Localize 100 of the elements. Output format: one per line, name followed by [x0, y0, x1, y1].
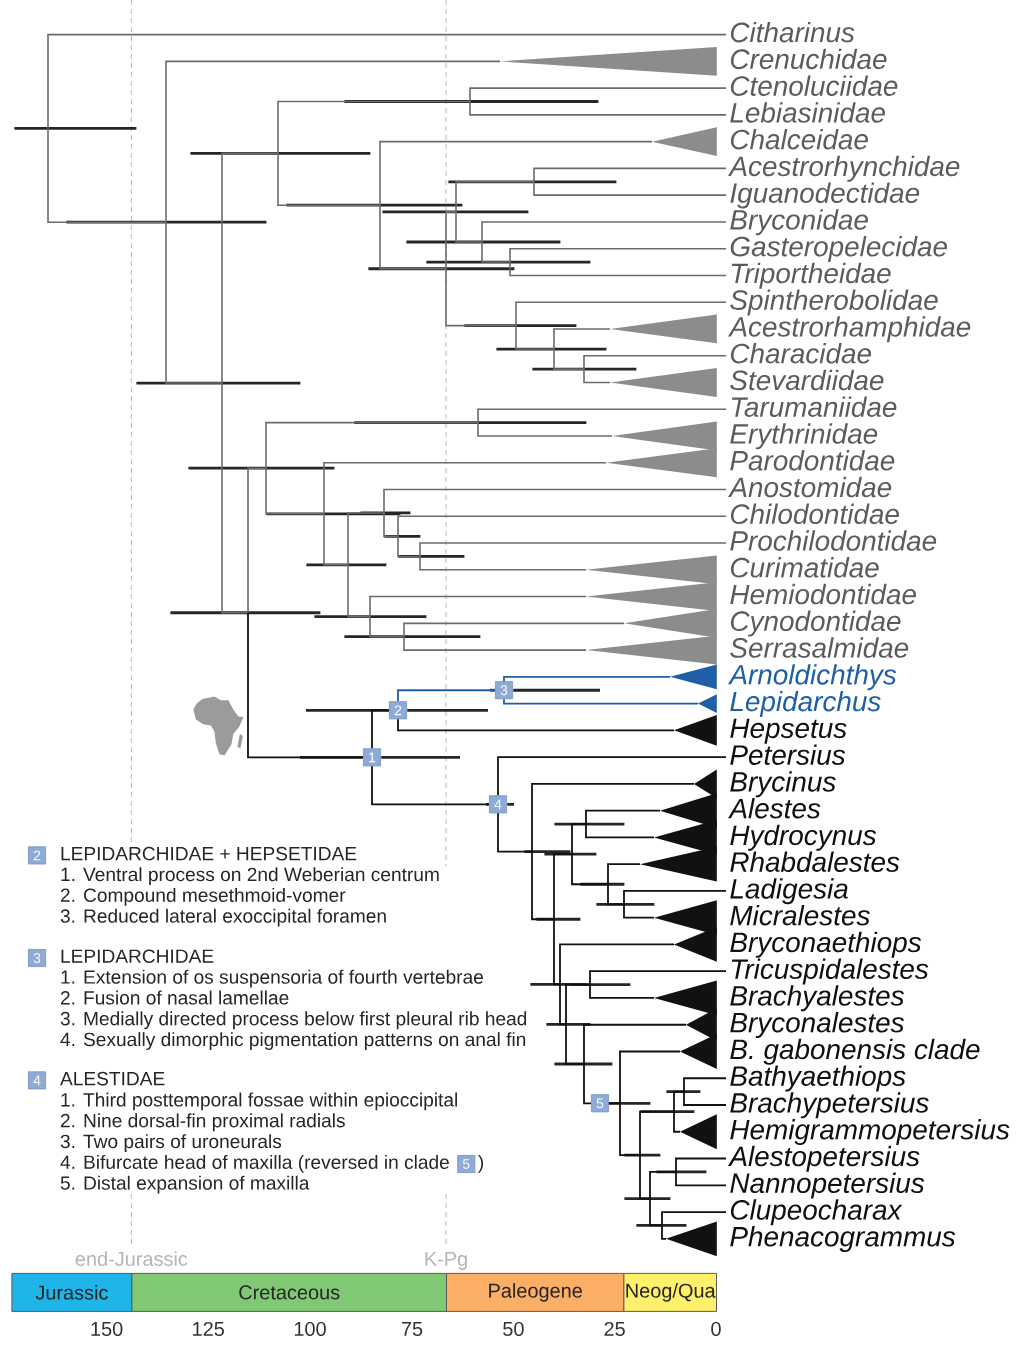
- tree-branch: [455, 211, 483, 243]
- tree-branch: [347, 564, 371, 618]
- period-band: Neog/Qua: [623, 1272, 717, 1312]
- taxon-name: Citharinus: [730, 21, 855, 43]
- tree-branch: [165, 60, 501, 223]
- collapsed-clade-triangle: [652, 127, 717, 157]
- tree-branch: [247, 467, 267, 614]
- taxon-name: Curimatidae: [730, 557, 879, 578]
- collapsed-clade-triangle: [586, 555, 717, 585]
- key-item: 2. Compound mesethmoid-vomer: [60, 887, 346, 906]
- taxon-name: Brycinus: [730, 771, 836, 798]
- period-band: Paleogene: [446, 1272, 625, 1312]
- tree-branch: [683, 1077, 727, 1093]
- tree-branch: [585, 809, 661, 825]
- taxon-name: Brachypetersius: [730, 1092, 929, 1119]
- collapsed-clade-triangle: [586, 582, 717, 611]
- key-item: 1. Third posttemporal fossae within epioccipital: [61, 1092, 457, 1111]
- tree-branch: [559, 983, 567, 1026]
- tree-branch: [47, 127, 167, 223]
- tree-branch: [277, 152, 381, 206]
- collapsed-clade-triangle: [694, 769, 717, 799]
- tree-branch: [347, 512, 385, 566]
- tree-branch: [571, 853, 609, 886]
- tree-branch: [445, 267, 517, 327]
- tree-branch: [619, 1050, 681, 1105]
- tree-branch: [607, 883, 625, 906]
- boundary-label: end-Jurassic: [75, 1251, 188, 1266]
- tree-branch: [583, 354, 727, 370]
- collapsed-clade-triangle: [670, 664, 717, 690]
- tree-branch: [481, 221, 727, 243]
- taxon-name: Petersius: [730, 744, 846, 765]
- tree-branch: [509, 261, 727, 277]
- tree-branch: [383, 512, 399, 538]
- taxon-name: Bryconalestes: [730, 1012, 904, 1038]
- tree-branch: [371, 765, 490, 806]
- tree-branch: [221, 382, 249, 614]
- tree-branch: [323, 513, 349, 566]
- tree-branch: [397, 718, 675, 732]
- taxon-name: Nannopetersius: [730, 1172, 925, 1199]
- tree-branch: [469, 87, 727, 103]
- collapsed-clade-triangle: [674, 714, 717, 746]
- tree-branch: [403, 622, 625, 638]
- tree-branch: [397, 535, 421, 558]
- tree-branch: [565, 983, 591, 1026]
- tree-branch: [503, 698, 699, 705]
- taxon-name: Chalceidae: [730, 128, 868, 150]
- key-heading: LEPIDARCHIDAE: [61, 949, 214, 963]
- tree-branch: [369, 615, 405, 638]
- tree-branch: [589, 970, 727, 986]
- tree-branch: [585, 823, 655, 839]
- tree-branch: [675, 1171, 727, 1187]
- key-item: 2. Fusion of nasal lamellae: [60, 990, 289, 1005]
- collapsed-clade-triangle: [674, 927, 717, 962]
- period-band: Jurassic: [11, 1272, 133, 1312]
- key-item: 3. Reduced lateral exoccipital foramen: [60, 908, 386, 927]
- key-item: 4. Bifurcate head of maxilla (reversed in clade: [60, 1154, 449, 1173]
- tree-branch: [639, 1110, 675, 1157]
- tree-branch: [673, 1090, 685, 1113]
- taxon-name: Parodontidae: [730, 450, 895, 471]
- tree-branch: [265, 467, 325, 515]
- key-item: 1. Ventral process on 2nd Weberian centrum: [61, 867, 439, 885]
- tree-branch: [553, 918, 561, 986]
- tree-branch: [445, 211, 457, 270]
- taxon-name: Serrasalmidae: [730, 637, 909, 658]
- taxon-name: Micralestes: [730, 904, 870, 926]
- taxon-name: Bathyaethiops: [730, 1065, 906, 1092]
- collapsed-clade-triangle: [610, 368, 717, 397]
- tree-branch: [469, 100, 727, 116]
- axis-tick-label: 75: [401, 1322, 423, 1336]
- taxon-name: Cynodontidae: [730, 610, 901, 637]
- taxon-name: Anostomidae: [728, 476, 892, 498]
- tree-branch: [607, 863, 641, 886]
- tree-branch: [497, 812, 533, 853]
- key-item: 4. Sexually dimorphic pigmentation patterns on anal fin: [60, 1032, 526, 1050]
- taxon-name: Brachyalestes: [730, 985, 904, 1012]
- collapsed-clade-triangle: [680, 1034, 717, 1069]
- taxon-name: Phenacogrammus: [730, 1226, 956, 1253]
- tree-branch: [515, 324, 555, 350]
- taxon-name: Hemigrammopetersius: [730, 1119, 1010, 1146]
- taxon-name: Ctenoluciidae: [730, 75, 898, 96]
- tree-branch: [247, 611, 364, 759]
- collapsed-clade-triangle: [606, 448, 717, 478]
- taxon-name: Bryconaethiops: [730, 931, 922, 958]
- tree-branch: [623, 890, 727, 906]
- taxon-name: Spintherobolidae: [730, 289, 938, 316]
- tree-branch: [639, 1154, 651, 1200]
- tree-branch: [583, 1063, 592, 1105]
- key-item: 3. Medially directed process below first pleural rib head: [60, 1011, 527, 1030]
- key-item: 1. Extension of os suspensoria of fourth vertebrae: [61, 969, 483, 988]
- tree-branch: [533, 167, 727, 183]
- taxon-name: Characidae: [730, 343, 871, 364]
- key-heading: ALESTIDAE: [60, 1071, 165, 1086]
- key-heading: LEPIDARCHIDAE + HEPSETIDAE: [61, 846, 357, 861]
- collapsed-clade-triangle: [654, 820, 717, 855]
- tree-branch: [383, 488, 727, 514]
- period-band: Cretaceous: [131, 1272, 447, 1312]
- taxon-name: Stevardiidae: [730, 369, 884, 391]
- taxon-name: Lepidarchus: [730, 690, 881, 717]
- tree-branch: [397, 515, 727, 538]
- taxon-name: Hepsetus: [730, 718, 847, 744]
